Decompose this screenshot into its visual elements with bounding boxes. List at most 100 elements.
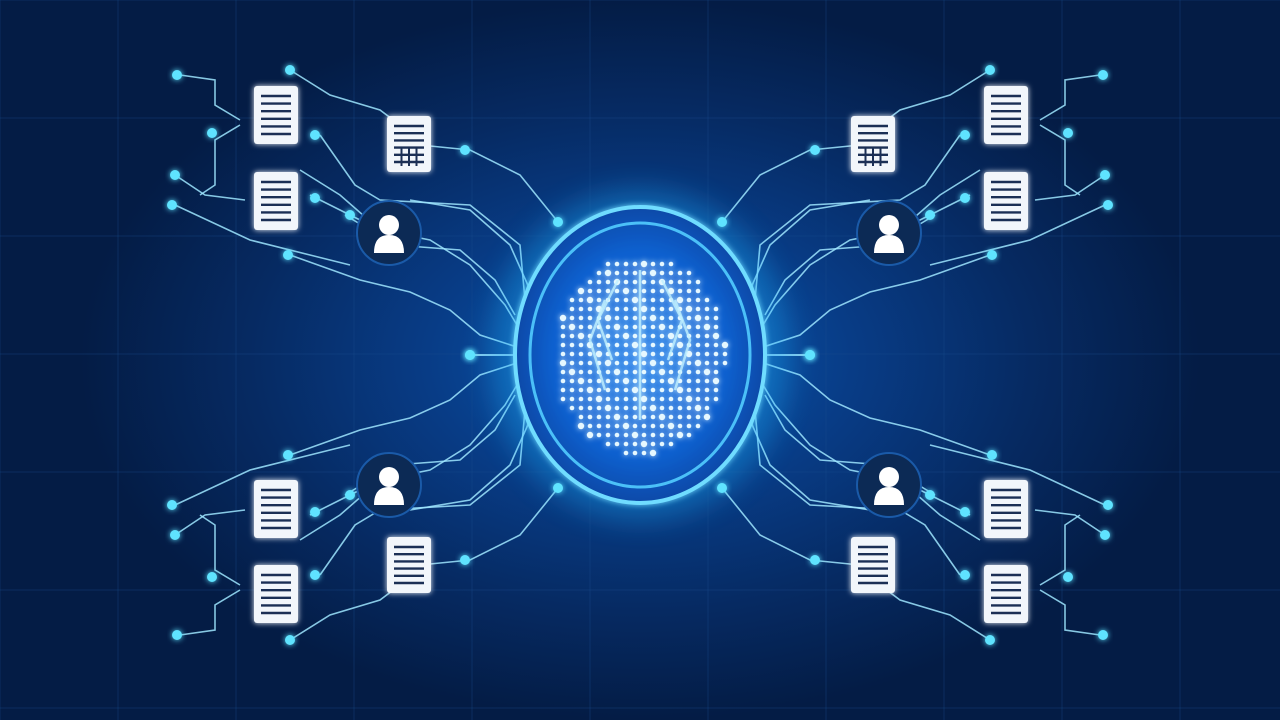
brain-dot xyxy=(641,387,647,393)
brain-dot xyxy=(704,351,710,357)
node-dot xyxy=(1098,70,1108,80)
brain-dot xyxy=(596,279,602,285)
brain-dot xyxy=(677,288,683,294)
brain-dot xyxy=(713,387,719,393)
brain-dot xyxy=(721,341,729,349)
document-icon xyxy=(254,172,298,230)
brain-dot xyxy=(596,387,602,393)
brain-dot xyxy=(686,423,692,429)
node-dot xyxy=(207,128,217,138)
brain-dot xyxy=(686,297,692,303)
brain-dot xyxy=(668,369,674,375)
brain-dot xyxy=(649,269,657,277)
brain-dot xyxy=(614,387,620,393)
connection-nodes xyxy=(167,65,1113,645)
brain-dot xyxy=(623,279,629,285)
brain-dot xyxy=(676,431,684,439)
node-dot xyxy=(465,350,475,360)
brain-dot xyxy=(596,333,602,339)
brain-dot xyxy=(578,405,584,411)
brain-dot xyxy=(569,378,575,384)
brain-dot xyxy=(659,378,665,384)
brain-dot xyxy=(623,315,629,321)
brain-dot xyxy=(631,431,639,439)
brain-dot xyxy=(622,287,630,295)
brain-dot xyxy=(659,405,665,411)
brain-dot xyxy=(631,341,639,349)
brain-circuit-trace xyxy=(588,299,607,391)
brain-dot xyxy=(659,396,665,402)
brain-dot xyxy=(613,413,621,421)
brain-dot xyxy=(695,288,701,294)
brain-dot xyxy=(613,323,621,331)
brain-dot xyxy=(704,396,710,402)
brain-dot xyxy=(659,342,665,348)
brain-dot xyxy=(650,297,656,303)
node-dot xyxy=(1103,200,1113,210)
circuit-line xyxy=(1034,174,1106,201)
brain-dot xyxy=(587,351,593,357)
brain-dot xyxy=(712,377,720,385)
document-page xyxy=(984,565,1028,623)
brain-dot xyxy=(659,387,665,393)
brain-dot xyxy=(605,432,611,438)
brain-dot xyxy=(587,405,593,411)
brain-dot xyxy=(605,333,611,339)
brain-dot xyxy=(569,360,575,366)
brain-dot xyxy=(649,449,657,457)
brain-dot xyxy=(578,369,584,375)
brain-dot xyxy=(703,368,711,376)
brain-dot xyxy=(695,306,701,312)
node-dot xyxy=(310,130,320,140)
circuit-line xyxy=(289,361,521,456)
node-dot xyxy=(170,170,180,180)
circuit-line xyxy=(199,514,241,586)
brain-dot xyxy=(695,396,701,402)
brain-dot xyxy=(587,414,593,420)
brain-dot xyxy=(614,405,620,411)
brain-dot xyxy=(605,288,611,294)
brain-dot xyxy=(560,396,566,402)
circuit-line xyxy=(1034,509,1106,536)
circuit-line xyxy=(179,74,241,121)
node-dot xyxy=(987,450,997,460)
brain-dot xyxy=(677,396,683,402)
node-dot xyxy=(345,210,355,220)
brain-dot xyxy=(641,288,647,294)
brain-dot xyxy=(713,324,719,330)
brain-dot xyxy=(568,323,576,331)
node-dot xyxy=(553,483,563,493)
circuit-line xyxy=(174,204,351,266)
brain-dot xyxy=(623,450,629,456)
brain-dot xyxy=(577,287,585,295)
brain-dot xyxy=(623,360,629,366)
brain-dot xyxy=(614,297,620,303)
brain-dot xyxy=(704,297,710,303)
circuit-line xyxy=(721,144,861,223)
brain-dot xyxy=(569,333,575,339)
avatar-body xyxy=(874,235,904,253)
brain-dot xyxy=(605,414,611,420)
document-page xyxy=(984,480,1028,538)
node-dot xyxy=(283,450,293,460)
brain-dot xyxy=(686,387,692,393)
brain-dot xyxy=(658,323,666,331)
brain-dot xyxy=(686,324,692,330)
brain-dot xyxy=(614,306,620,312)
brain-dot xyxy=(686,369,692,375)
brain-dot xyxy=(596,297,602,303)
brain-dot xyxy=(632,279,638,285)
node-dot xyxy=(1100,530,1110,540)
brain-dot xyxy=(605,279,611,285)
node-dot xyxy=(1063,572,1073,582)
brain-dot xyxy=(596,405,602,411)
brain-dot xyxy=(650,351,656,357)
node-dot xyxy=(1100,170,1110,180)
avatar-head xyxy=(879,467,899,487)
brain-dot xyxy=(650,324,656,330)
brain-circuit-trace xyxy=(673,299,692,391)
document-icon xyxy=(984,565,1028,623)
circuit-line xyxy=(929,204,1106,266)
node-dot xyxy=(985,65,995,75)
